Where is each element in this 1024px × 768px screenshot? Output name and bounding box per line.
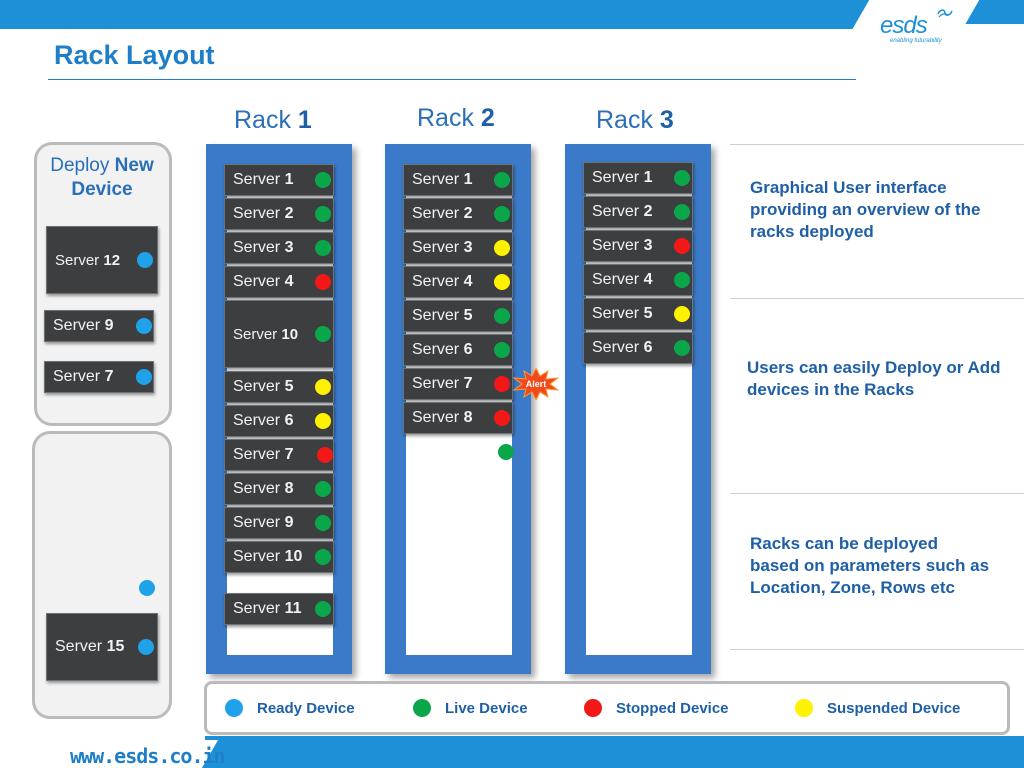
footer-url[interactable]: www.esds.co.in [70,744,226,768]
status-ready-icon [137,252,153,268]
status-live-icon [494,308,510,324]
rack-2-server[interactable]: Server 7 [403,368,513,400]
alert-label: Alert [526,379,547,389]
title-divider [48,79,856,80]
rack-1-server[interactable]: Server 4 [224,266,334,298]
header-stripe-thin [0,24,870,29]
deploy-server[interactable]: Server 9 [44,310,154,342]
status-live-icon [315,172,331,188]
rack-2-server[interactable]: Server 2 [403,198,513,230]
status-live-icon [494,172,510,188]
rack-1-server[interactable]: Server 8 [224,473,334,505]
status-stopped-icon [674,238,690,254]
info-text: Racks can be deployed based on parameter… [750,534,990,597]
status-ready-icon [136,318,152,334]
status-live-icon [674,272,690,288]
status-live-icon [315,206,331,222]
footer-stripe-thin [205,736,1024,740]
status-suspended-icon [674,306,690,322]
stopped-dot-icon [584,699,602,717]
rack-2-server[interactable]: Server 6 [403,334,513,366]
header-stripe [0,0,1024,24]
deploy-title: Deploy New Device [50,155,154,200]
status-live-icon [315,549,331,565]
status-live-icon [315,515,331,531]
status-live-icon [315,240,331,256]
status-live-icon [674,340,690,356]
suspended-dot-icon [795,699,813,717]
info-text: Users can easily Deploy or Add devices i… [747,358,1001,399]
page-title: Rack Layout [54,40,215,70]
divider [730,144,1024,145]
logo-text: esds [880,12,928,39]
divider [730,493,1024,494]
rack-3-server[interactable]: Server 6 [583,332,693,364]
status-suspended-icon [315,413,331,429]
rack-1-server-large[interactable]: Server 10 [224,300,334,368]
rack-1-server[interactable]: Server 2 [224,198,334,230]
status-suspended-icon [494,274,510,290]
legend-item-ready: Ready Device [225,699,355,717]
logo-tagline: enabling futurability [890,38,942,44]
rack-1-server[interactable]: Server 7 [224,439,334,471]
status-ready-icon[interactable] [139,580,155,596]
status-live-icon [494,342,510,358]
rack-3-server[interactable]: Server 1 [583,162,693,194]
status-live-icon [315,481,331,497]
rack-1-server[interactable]: Server 3 [224,232,334,264]
status-suspended-icon [494,240,510,256]
status-ready-icon [136,369,152,385]
status-live-icon [674,170,690,186]
status-stopped-icon [315,274,331,290]
logo-swirl-icon [937,9,953,18]
live-dot-icon [413,699,431,717]
rack-2-server[interactable]: Server 5 [403,300,513,332]
status-stopped-icon [494,376,510,392]
status-stopped-icon [317,447,333,463]
divider [730,298,1024,299]
status-ready-icon [138,639,154,655]
alert-burst-icon[interactable]: Alert [513,368,559,400]
status-live-icon [494,206,510,222]
rack-1-title: Rack 1 [234,106,312,134]
rack-1-server[interactable]: Server 6 [224,405,334,437]
status-stopped-icon [494,410,510,426]
divider [730,649,1024,650]
deploy-server[interactable]: Server 7 [44,361,154,393]
status-legend: Ready Device Live Device Stopped Device … [204,681,1010,735]
status-live-icon [674,204,690,220]
legend-item-suspended: Suspended Device [795,699,960,717]
status-live-icon[interactable] [498,444,514,460]
rack-3-title: Rack 3 [596,106,674,134]
status-suspended-icon [315,379,331,395]
legend-item-live: Live Device [413,699,528,717]
ready-dot-icon [225,699,243,717]
rack-2-title: Rack 2 [417,104,495,132]
legend-item-stopped: Stopped Device [584,699,729,717]
status-live-icon [315,326,331,342]
info-text: Graphical User interface providing an ov… [750,178,981,241]
esds-logo: esds enabling futurability [880,8,970,48]
status-live-icon [315,601,331,617]
